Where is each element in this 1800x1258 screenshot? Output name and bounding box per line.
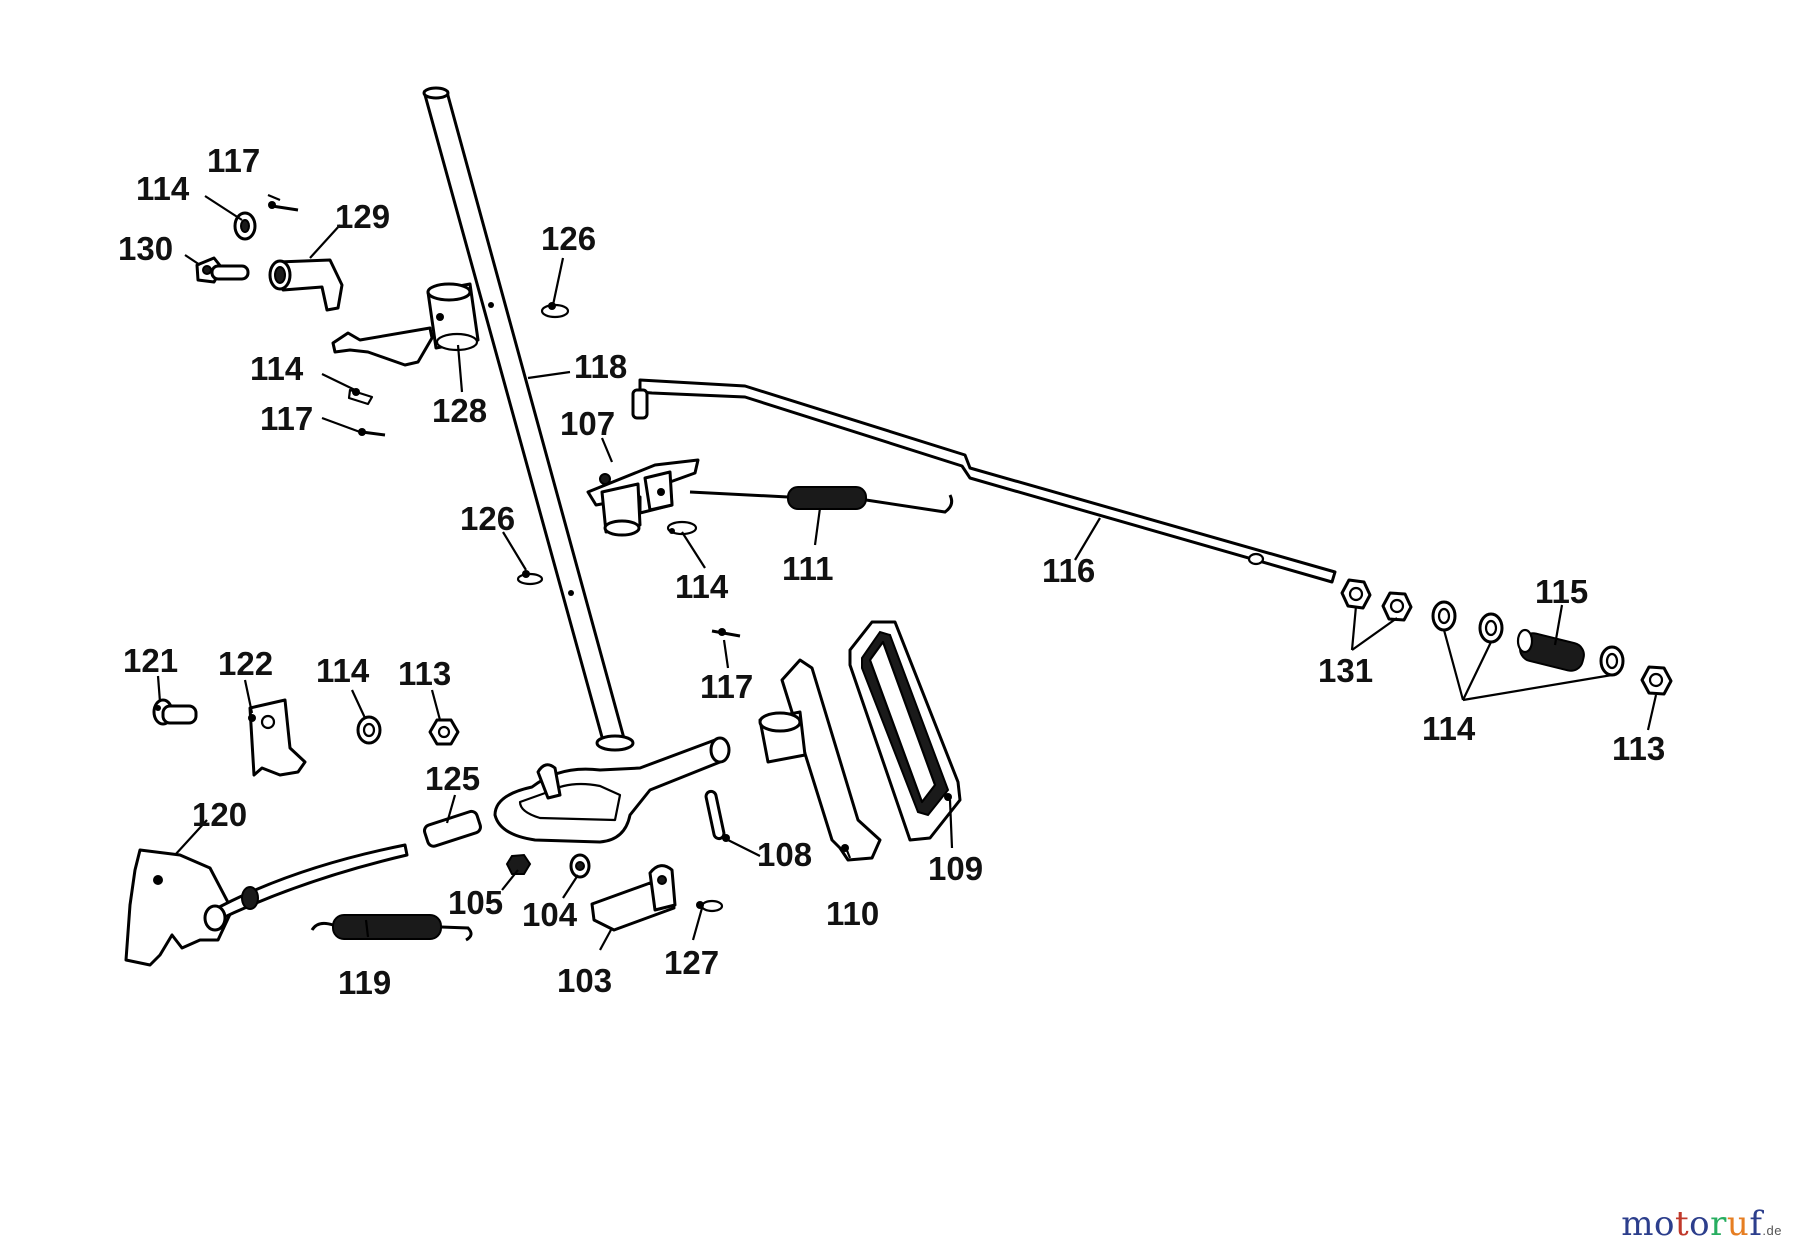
label-119: 119 [338, 964, 391, 1001]
label-122: 122 [218, 645, 273, 682]
watermark-letter: t [1675, 1204, 1690, 1244]
label-121: 121 [123, 642, 178, 679]
watermark-letter: o [1654, 1204, 1675, 1244]
watermark-letter: m [1621, 1204, 1655, 1244]
part-114-washer-b [347, 388, 374, 406]
label-130: 130 [118, 230, 173, 267]
label-128: 128 [432, 392, 487, 429]
part-113-nut-a [1640, 665, 1673, 696]
label-129: 129 [335, 198, 390, 235]
part-lever-tube [493, 734, 731, 844]
part-116-bar [631, 378, 1337, 584]
label-118: 118 [574, 348, 627, 385]
watermark-letter: f [1749, 1204, 1763, 1244]
label-127: 127 [664, 944, 719, 981]
part-120-plate [124, 843, 409, 967]
label-113-right: 113 [1612, 730, 1665, 767]
part-113-nut-b [428, 718, 460, 746]
label-108: 108 [757, 836, 812, 873]
label-105: 105 [448, 884, 503, 921]
label-104: 104 [522, 896, 578, 933]
label-120: 120 [192, 796, 247, 833]
label-113-lowleft: 113 [398, 655, 451, 692]
label-117-mid: 117 [260, 400, 313, 437]
part-104-washer [569, 853, 591, 879]
leader-lines [156, 193, 1658, 951]
label-109: 109 [928, 850, 983, 887]
part-110-pedal [758, 658, 882, 862]
part-128-bracket [331, 282, 480, 367]
part-105-nut [505, 853, 532, 875]
part-131-nut-a [1340, 578, 1372, 610]
part-126-clip-a [540, 302, 570, 319]
part-108-pin [704, 789, 730, 842]
label-126-top: 126 [541, 220, 596, 257]
label-116: 116 [1042, 552, 1095, 589]
label-126-mid: 126 [460, 500, 515, 537]
part-117-pin-a [268, 201, 299, 212]
part-127-clip [696, 899, 724, 913]
part-114-washer-e [1478, 612, 1504, 644]
label-117-center: 117 [700, 668, 753, 705]
part-115-spring [1516, 628, 1585, 672]
part-117-pin-b [358, 428, 386, 437]
watermark-letter: u [1726, 1204, 1750, 1244]
label-103: 103 [557, 962, 612, 999]
label-117-top: 117 [207, 142, 260, 179]
watermark-letter: r [1710, 1204, 1727, 1244]
label-114-lowleft: 114 [316, 652, 370, 689]
label-115: 115 [1535, 573, 1588, 610]
part-131-nut-b [1381, 591, 1413, 622]
label-110: 110 [826, 895, 879, 932]
part-111-spring [689, 486, 954, 514]
part-114-washer-f [1599, 645, 1625, 677]
watermark-tld: .de [1762, 1223, 1782, 1238]
part-129-sleeve [268, 258, 344, 312]
part-130-pin [195, 256, 250, 284]
part-122-plate [248, 698, 307, 777]
label-114-right: 114 [1422, 710, 1476, 747]
part-labels: 117 114 129 130 126 114 118 128 117 107 … [118, 142, 1665, 1001]
label-111: 111 [782, 550, 833, 587]
part-117-pin-c [711, 628, 741, 638]
motoruf-watermark: motoruf.de [1621, 1204, 1782, 1244]
part-126-clip-b [516, 570, 544, 586]
label-107: 107 [560, 405, 615, 442]
part-121-bolt [152, 698, 198, 726]
part-114-washer-d [1431, 600, 1457, 632]
label-114-mid: 114 [250, 350, 304, 387]
label-114-center: 114 [675, 568, 729, 605]
label-125: 125 [425, 760, 480, 797]
label-131: 131 [1318, 652, 1373, 689]
part-119-spring [310, 914, 473, 942]
part-109-pad [848, 620, 962, 842]
label-114-top: 114 [136, 170, 190, 207]
part-125-sleeve [422, 809, 482, 848]
part-103-block [590, 864, 677, 932]
part-114-washer-g [356, 715, 382, 745]
part-107-bracket [586, 458, 700, 537]
watermark-letter: o [1689, 1204, 1711, 1244]
